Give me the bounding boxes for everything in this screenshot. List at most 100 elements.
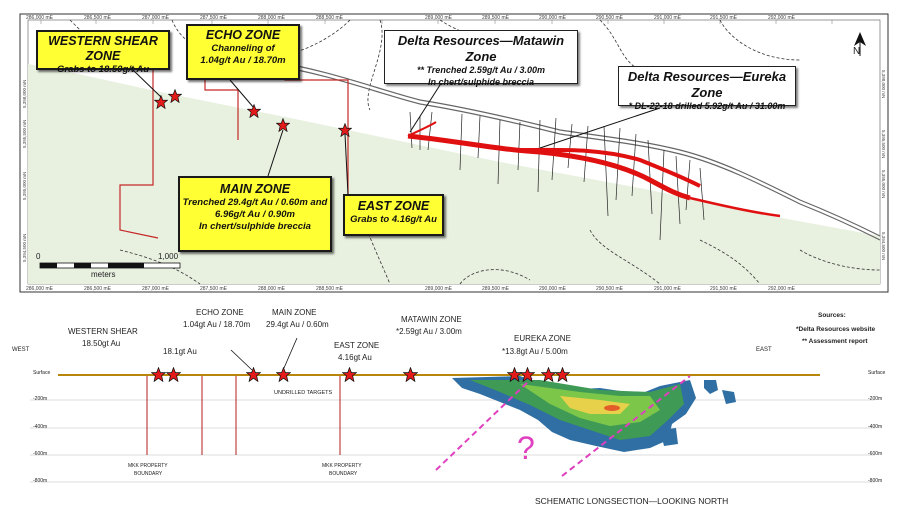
star-icon — [541, 367, 556, 382]
callout-line: * DL-22-18 drilled 5.92g/t Au / 31.00m — [628, 101, 786, 111]
callout-title: Delta Resources—Eureka Zone — [627, 69, 787, 100]
easting-label: 287,000 mE — [142, 15, 169, 21]
northing-label: 5,398,000 mN — [881, 70, 886, 99]
easting-label: 291,500 mE — [710, 15, 737, 21]
depth-label: Surface — [868, 370, 886, 376]
northing-label: 5,395,000 mN — [881, 170, 886, 199]
mkk-left-line2: BOUNDARY — [134, 471, 163, 477]
star-icon — [166, 367, 181, 382]
depth-label: -200m — [33, 396, 48, 402]
main-name: MAIN ZONE — [272, 308, 317, 317]
star-icon — [276, 118, 290, 132]
scale-unit-label: meters — [91, 270, 116, 279]
depth-label: -400m — [33, 424, 48, 430]
callout-line: Grabs to 4.16g/t Au — [350, 214, 437, 225]
star-icon — [342, 367, 357, 382]
easting-label: 287,500 mE — [200, 15, 227, 21]
callout-matawin: Delta Resources—Matawin Zone ** Trenched… — [384, 30, 578, 87]
depth-label: -200m — [868, 396, 883, 402]
section-west-label: WEST — [12, 347, 30, 353]
easting-label: 290,000 mE — [539, 286, 566, 292]
sources-line1: *Delta Resources website — [796, 326, 876, 333]
echo-name: ECHO ZONE — [196, 308, 244, 317]
easting-label: 287,000 mE — [142, 286, 169, 292]
callout-line: Channeling of — [211, 43, 275, 54]
easting-label: 290,500 mE — [596, 15, 623, 21]
star-icon — [555, 367, 570, 382]
main-value: 29.4gt Au / 0.60m — [266, 320, 329, 329]
easting-label: 290,500 mE — [596, 286, 623, 292]
section-east-label: EAST — [756, 347, 772, 353]
echo-value: 1.04gt Au / 18.70m — [183, 320, 251, 329]
star-icon — [338, 123, 352, 137]
star-icon — [247, 104, 261, 118]
east-zone-name: EAST ZONE — [334, 341, 380, 350]
easting-label: 291,000 mE — [654, 15, 681, 21]
northing-label: 5,395,000 mN — [22, 171, 27, 200]
callout-east: EAST ZONE Grabs to 4.16g/t Au — [343, 194, 444, 236]
star-icon — [246, 367, 261, 382]
star-icon — [154, 95, 168, 109]
easting-label: 292,000 mE — [768, 286, 795, 292]
star-icon — [507, 367, 522, 382]
matawin-name: MATAWIN ZONE — [401, 315, 462, 324]
callout-line: ** Trenched 2.59g/t Au / 3.00m — [416, 65, 546, 75]
depth-label: -600m — [868, 451, 883, 457]
callout-main: MAIN ZONE Trenched 29.4g/t Au / 0.60m an… — [178, 176, 332, 252]
east-zone-value: 4.16gt Au — [338, 353, 372, 362]
star-icon — [403, 367, 418, 382]
callout-echo: ECHO ZONE Channeling of 1.04g/t Au / 18.… — [186, 24, 300, 80]
star-icon — [168, 89, 182, 103]
star-icon — [151, 367, 166, 382]
callout-line: Grabs to 18.50g/t Au — [56, 64, 150, 75]
star-icon — [276, 367, 291, 382]
easting-label: 288,000 mE — [258, 286, 285, 292]
depth-label: Surface — [33, 370, 51, 376]
easting-label: 288,500 mE — [316, 15, 343, 21]
callout-line: In chert/sulphide breccia — [199, 221, 311, 232]
scale-end-label: 1,000 — [158, 252, 179, 261]
question-mark: ? — [517, 430, 535, 466]
eureka-name: EUREKA ZONE — [514, 334, 571, 343]
callout-title: WESTERN SHEAR ZONE — [48, 34, 158, 63]
easting-label: 286,500 mE — [84, 15, 111, 21]
easting-label: 292,000 mE — [768, 15, 795, 21]
easting-label: 289,000 mE — [425, 286, 452, 292]
mineralized-zone — [407, 121, 781, 218]
western-shear-value: 18.50gt Au — [82, 339, 121, 348]
scale-bar — [39, 262, 181, 269]
easting-label: 288,500 mE — [316, 286, 343, 292]
northing-label: 5,394,500 mN — [22, 233, 27, 262]
callout-eureka: Delta Resources—Eureka Zone * DL-22-18 d… — [618, 66, 796, 111]
north-label: N — [853, 46, 861, 57]
depth-label: -600m — [33, 451, 48, 457]
star-icon — [520, 367, 535, 382]
easting-label: 289,500 mE — [482, 286, 509, 292]
depth-label: -800m — [33, 478, 48, 484]
easting-label: 286,500 mE — [84, 286, 111, 292]
easting-label: 291,500 mE — [710, 286, 737, 292]
callout-title: ECHO ZONE — [205, 28, 281, 42]
western-shear-name: WESTERN SHEAR — [68, 327, 138, 336]
callout-western-shear: WESTERN SHEAR ZONE Grabs to 18.50g/t Au — [36, 30, 170, 75]
sources-line2: ** Assessment report — [802, 338, 868, 345]
callout-line: 1.04g/t Au / 18.70m — [200, 55, 286, 66]
easting-label: 290,000 mE — [539, 15, 566, 21]
callout-line: Trenched 29.4g/t Au / 0.60m and — [182, 197, 328, 208]
easting-label: 287,500 mE — [200, 286, 227, 292]
leader-lines — [132, 69, 661, 196]
callout-line: In chert/sulphide breccia — [427, 76, 535, 87]
scale-start-label: 0 — [36, 252, 41, 261]
easting-label: 288,000 mE — [258, 15, 285, 21]
northing-label: 5,395,500 mN — [22, 119, 27, 148]
drill-holes — [409, 111, 705, 241]
eureka-value: *13.8gt Au / 5.00m — [502, 347, 568, 356]
extra-value: 18.1gt Au — [163, 347, 197, 356]
depth-label: -800m — [868, 478, 883, 484]
grid-ticks — [40, 20, 833, 24]
undrilled-label: UNDRILLED TARGETS — [274, 390, 333, 396]
depth-label: -400m — [868, 424, 883, 430]
easting-label: 289,000 mE — [425, 15, 452, 21]
callout-line: 6.96g/t Au / 0.90m — [215, 209, 295, 220]
